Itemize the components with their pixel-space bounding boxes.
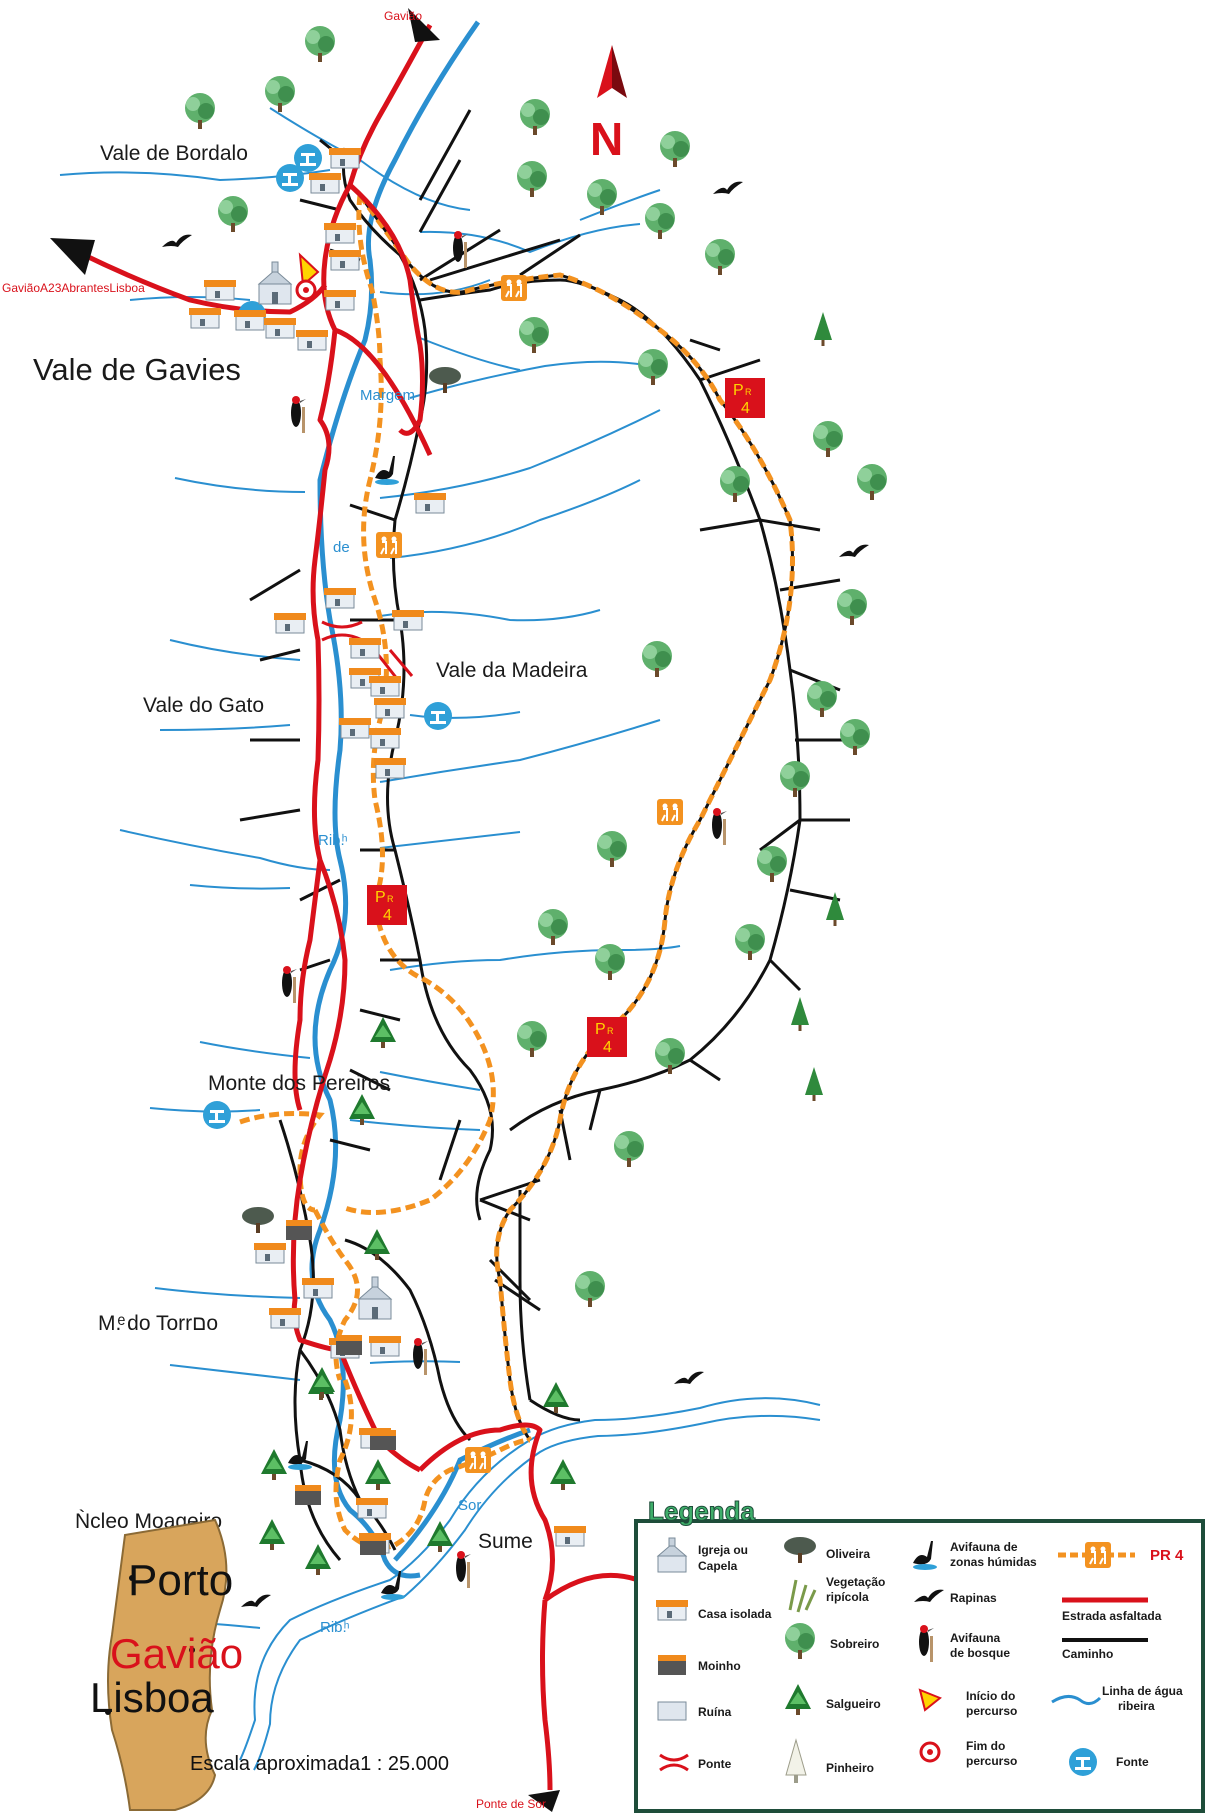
place-vale-gato: Vale do Gato <box>143 694 264 717</box>
legend-pinheiro: Pinheiro <box>826 1761 874 1775</box>
place-monte-torrao: M.ͤ do Torrםo <box>98 1312 218 1335</box>
legend-vegetacao-1: Vegetação <box>826 1575 885 1589</box>
sor-river <box>239 1397 821 1761</box>
legend-oliveira: Oliveira <box>826 1547 870 1561</box>
inset-porto: Porto <box>128 1556 233 1605</box>
water-label-de: de <box>333 539 350 556</box>
legend-igreja-1: Igreja ou <box>698 1543 748 1557</box>
svg-text:4: 4 <box>603 1039 612 1056</box>
arrow-north-road <box>408 8 440 42</box>
legend-ruina: Ruína <box>698 1705 732 1719</box>
pr4-marker: P R 4 <box>367 885 407 925</box>
svg-text:P: P <box>595 1021 606 1038</box>
legend-ponte: Ponte <box>698 1757 732 1771</box>
legend-fim-1: Fim do <box>966 1739 1005 1753</box>
legend-fonte: Fonte <box>1116 1755 1149 1769</box>
svg-text:P: P <box>733 382 744 399</box>
church-icon <box>357 1276 393 1320</box>
water-label-margem: Margem <box>360 387 415 404</box>
fonte-icon <box>424 702 452 730</box>
place-vale-madeira: Vale da Madeira <box>436 659 588 682</box>
legend-linha-2: ribeira <box>1118 1699 1155 1713</box>
legend-water-icon <box>1051 1695 1102 1705</box>
place-vale-bordalo: Vale de Bordalo <box>100 142 248 165</box>
portugal-inset: Porto Gavião Lisboa <box>90 1518 243 1811</box>
legend-start-flag-icon <box>918 1688 942 1712</box>
inset-gaviao: Gavião <box>110 1630 243 1677</box>
place-vale-gavies: Vale de Gavies <box>33 352 241 387</box>
legend-inicio-2: percurso <box>966 1704 1017 1718</box>
water-lines <box>59 107 681 1629</box>
bridge-icon <box>321 620 363 642</box>
legend-avifauna-b-2: de bosque <box>950 1646 1010 1660</box>
church-icon <box>257 261 293 305</box>
legend-rapinas: Rapinas <box>950 1591 997 1605</box>
fonte-icon <box>203 1101 231 1129</box>
svg-text:4: 4 <box>383 907 392 924</box>
svg-text:P: P <box>375 889 386 906</box>
legend-ruin-icon <box>657 1701 687 1721</box>
legend-house-icon <box>655 1599 689 1621</box>
water-label-rib-2: Rib.ͪ <box>320 1619 350 1636</box>
svg-text:R: R <box>387 894 394 904</box>
legend-church-icon <box>656 1537 688 1573</box>
legend-inicio-1: Início do <box>966 1689 1015 1703</box>
road-label-ponte-sor: Ponte de Sor <box>476 1797 546 1811</box>
legend-pr4: PR 4 <box>1150 1547 1184 1564</box>
water-label-sor: Sor <box>458 1497 481 1514</box>
pr4-marker: P R 4 <box>587 1017 627 1057</box>
legend-sobreiro: Sobreiro <box>830 1637 879 1651</box>
scale-label: Escala aproximada1 : 25.000 <box>190 1753 449 1775</box>
svg-text:4: 4 <box>741 400 750 417</box>
hiker-sign-icon <box>500 274 528 302</box>
legend-pine-icon <box>785 1738 807 1783</box>
legend-avifauna-b-1: Avifauna <box>950 1631 1001 1645</box>
end-target-icon <box>295 279 317 301</box>
legend-hiker-sign-icon <box>1084 1541 1112 1569</box>
inset-lisboa: Lisboa <box>90 1674 214 1721</box>
road-label-west: GaviãoA23AbrantesLisboa <box>2 281 145 295</box>
legend-estrada: Estrada asfaltada <box>1062 1609 1162 1623</box>
legend-casa: Casa isolada <box>698 1607 772 1621</box>
legend: Legenda Igreja ou Capela Casa isolada Mo… <box>634 1496 1205 1813</box>
start-flag-icon <box>298 252 320 288</box>
legend-linha-1: Linha de água <box>1102 1684 1183 1698</box>
place-monte-pereiros: Monte dos Pereiros <box>208 1072 390 1095</box>
mills <box>286 1220 396 1555</box>
pr4-marker: P R 4 <box>725 378 765 418</box>
olive-tree-icon <box>242 1207 274 1233</box>
svg-text:R: R <box>607 1026 614 1036</box>
hiker-sign-icon <box>464 1446 492 1474</box>
legend-caminho: Caminho <box>1062 1647 1113 1661</box>
place-sume: Sume <box>478 1530 533 1553</box>
legend-fim-2: percurso <box>966 1754 1017 1768</box>
road-label-gaviao-top: Gavião <box>384 9 422 23</box>
legend-avifauna-zh-1: Avifauna de <box>950 1540 1018 1554</box>
legend-bridge-icon <box>659 1753 689 1772</box>
legend-salgueiro: Salgueiro <box>826 1697 881 1711</box>
hiker-sign-icon <box>375 531 403 559</box>
legend-moinho: Moinho <box>698 1659 741 1673</box>
north-label: N <box>590 113 623 165</box>
north-arrow: N <box>590 45 627 165</box>
olive-tree-icon <box>429 367 461 393</box>
pr4-route <box>239 193 795 1551</box>
arrow-south-road <box>528 1790 560 1812</box>
legend-end-target-icon <box>919 1741 941 1763</box>
legend-mill-icon <box>658 1655 686 1675</box>
legend-riparian-icon <box>788 1579 817 1613</box>
bridge-icon <box>374 649 414 681</box>
legend-igreja-2: Capela <box>698 1559 738 1573</box>
sor-river-bank <box>253 1414 821 1771</box>
legend-avifauna-zh-2: zonas húmidas <box>950 1555 1037 1569</box>
hiker-sign-icon <box>656 798 684 826</box>
arrow-west-road <box>50 238 95 275</box>
legend-title: Legenda <box>648 1496 755 1526</box>
svg-text:R: R <box>745 387 752 397</box>
water-label-rib-1: Rib.ͪ <box>318 832 348 849</box>
fonte-icon <box>276 164 304 192</box>
legend-vegetacao-2: ripícola <box>826 1590 869 1604</box>
legend-fonte-icon <box>1069 1748 1097 1776</box>
